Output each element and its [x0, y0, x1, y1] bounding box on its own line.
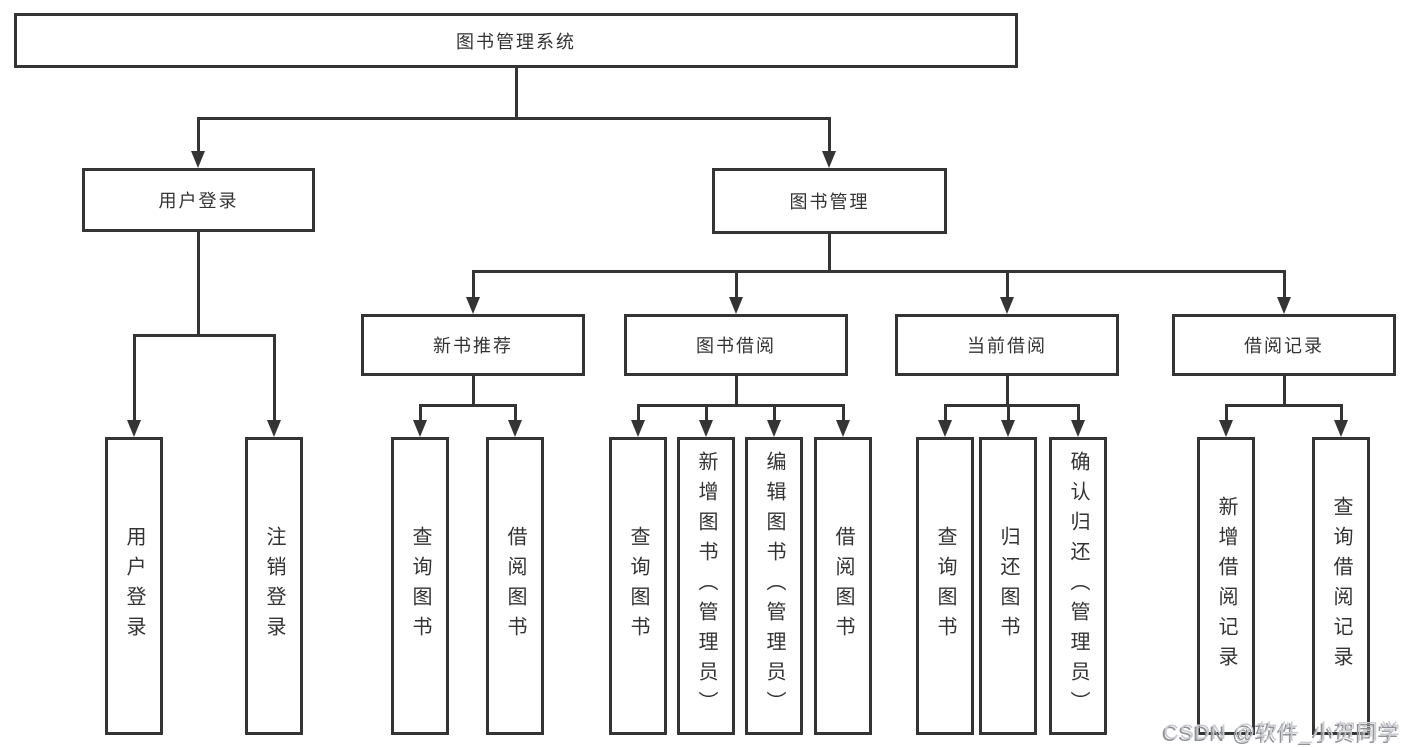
leaf-login-logout: 注销登录	[245, 437, 303, 735]
arrowhead-down-icon	[127, 420, 141, 437]
leaf-records-add-record: 新增借阅记录	[1197, 437, 1255, 735]
arrowhead-down-icon	[508, 420, 522, 437]
leaf-current-confirm-return-label: 确认归还（管理员）	[1067, 451, 1089, 721]
connector-line	[828, 232, 831, 271]
node-borrowing-records-label: 借阅记录	[1244, 336, 1324, 356]
node-user-login-label: 用户登录	[158, 191, 239, 211]
connector-line	[1225, 404, 1228, 421]
leaf-recommend-query-books: 查询图书	[391, 437, 449, 735]
connector-line	[133, 334, 275, 337]
arrowhead-down-icon	[699, 420, 713, 437]
connector-line	[419, 404, 516, 407]
connector-line	[419, 404, 422, 421]
node-book-borrowing: 图书借阅	[624, 314, 848, 376]
node-user-login: 用户登录	[82, 168, 315, 232]
connector-line	[1225, 404, 1342, 407]
leaf-recommend-borrow-books: 借阅图书	[486, 437, 544, 735]
connector-line	[273, 334, 276, 421]
leaf-borrowing-query-books: 查询图书	[609, 437, 667, 735]
connector-line	[1077, 404, 1080, 421]
node-new-book-recommend-label: 新书推荐	[433, 336, 513, 356]
node-book-management: 图书管理	[712, 168, 947, 234]
leaf-borrowing-edit-books-label: 编辑图书（管理员）	[763, 451, 785, 721]
leaf-borrowing-add-books-label: 新增图书（管理员）	[695, 451, 717, 721]
leaf-borrowing-query-books-label: 查询图书	[627, 526, 649, 646]
leaf-records-add-record-label: 新增借阅记录	[1215, 496, 1237, 676]
arrowhead-down-icon	[729, 297, 743, 314]
connector-line	[735, 270, 738, 298]
connector-line	[1283, 376, 1286, 405]
leaf-current-return-books: 归还图书	[979, 437, 1037, 735]
leaf-borrowing-add-books: 新增图书（管理员）	[677, 437, 735, 735]
leaf-recommend-query-books-label: 查询图书	[409, 526, 431, 646]
connector-line	[472, 270, 1285, 273]
leaf-borrowing-borrow-books-label: 借阅图书	[832, 526, 854, 646]
connector-line	[1006, 270, 1009, 298]
leaf-recommend-borrow-books-label: 借阅图书	[504, 526, 526, 646]
arrowhead-down-icon	[822, 151, 836, 168]
arrowhead-down-icon	[1334, 420, 1348, 437]
leaf-borrowing-edit-books: 编辑图书（管理员）	[745, 437, 803, 735]
connector-line	[197, 117, 830, 120]
connector-line	[197, 232, 200, 335]
connector-line	[472, 270, 475, 298]
connector-line	[472, 376, 475, 405]
connector-line	[637, 404, 640, 421]
node-borrowing-records: 借阅记录	[1172, 314, 1396, 376]
arrowhead-down-icon	[631, 420, 645, 437]
connector-line	[735, 376, 738, 405]
node-root: 图书管理系统	[14, 13, 1018, 68]
arrowhead-down-icon	[466, 297, 480, 314]
node-current-borrowing-label: 当前借阅	[967, 336, 1047, 356]
arrowhead-down-icon	[836, 420, 850, 437]
connector-line	[637, 404, 844, 407]
node-root-label: 图书管理系统	[456, 31, 576, 52]
leaf-current-query-books: 查询图书	[916, 437, 974, 735]
arrowhead-down-icon	[767, 420, 781, 437]
arrowhead-down-icon	[413, 420, 427, 437]
connector-line	[1007, 404, 1010, 421]
connector-line	[1006, 376, 1009, 405]
leaf-login-logout-label: 注销登录	[263, 526, 285, 646]
connector-line	[515, 68, 518, 118]
leaf-current-query-books-label: 查询图书	[934, 526, 956, 646]
leaf-login-user-login-label: 用户登录	[123, 526, 145, 646]
arrowhead-down-icon	[938, 420, 952, 437]
connector-line	[944, 404, 947, 421]
connector-line	[842, 404, 845, 421]
connector-line	[133, 334, 136, 421]
connector-line	[828, 117, 831, 151]
node-current-borrowing: 当前借阅	[895, 314, 1119, 376]
arrowhead-down-icon	[1277, 297, 1291, 314]
arrowhead-down-icon	[1071, 420, 1085, 437]
node-book-borrowing-label: 图书借阅	[696, 336, 776, 356]
arrowhead-down-icon	[1000, 297, 1014, 314]
connector-line	[944, 404, 1079, 407]
connector-line	[773, 404, 776, 421]
arrowhead-down-icon	[1219, 420, 1233, 437]
leaf-borrowing-borrow-books: 借阅图书	[814, 437, 872, 735]
leaf-current-return-books-label: 归还图书	[997, 526, 1019, 646]
arrowhead-down-icon	[267, 420, 281, 437]
leaf-current-confirm-return: 确认归还（管理员）	[1049, 437, 1107, 735]
leaf-records-query-record: 查询借阅记录	[1312, 437, 1370, 735]
node-book-management-label: 图书管理	[789, 192, 870, 212]
arrowhead-down-icon	[1001, 420, 1015, 437]
connector-line	[197, 117, 200, 151]
watermark: CSDN @软件_小贺同学	[1163, 721, 1401, 744]
leaf-login-user-login: 用户登录	[105, 437, 163, 735]
connector-line	[1340, 404, 1343, 421]
connector-line	[1283, 270, 1286, 298]
arrowhead-down-icon	[191, 151, 205, 168]
leaf-records-query-record-label: 查询借阅记录	[1330, 496, 1352, 676]
connector-line	[514, 404, 517, 421]
node-new-book-recommend: 新书推荐	[361, 314, 585, 376]
connector-line	[705, 404, 708, 421]
